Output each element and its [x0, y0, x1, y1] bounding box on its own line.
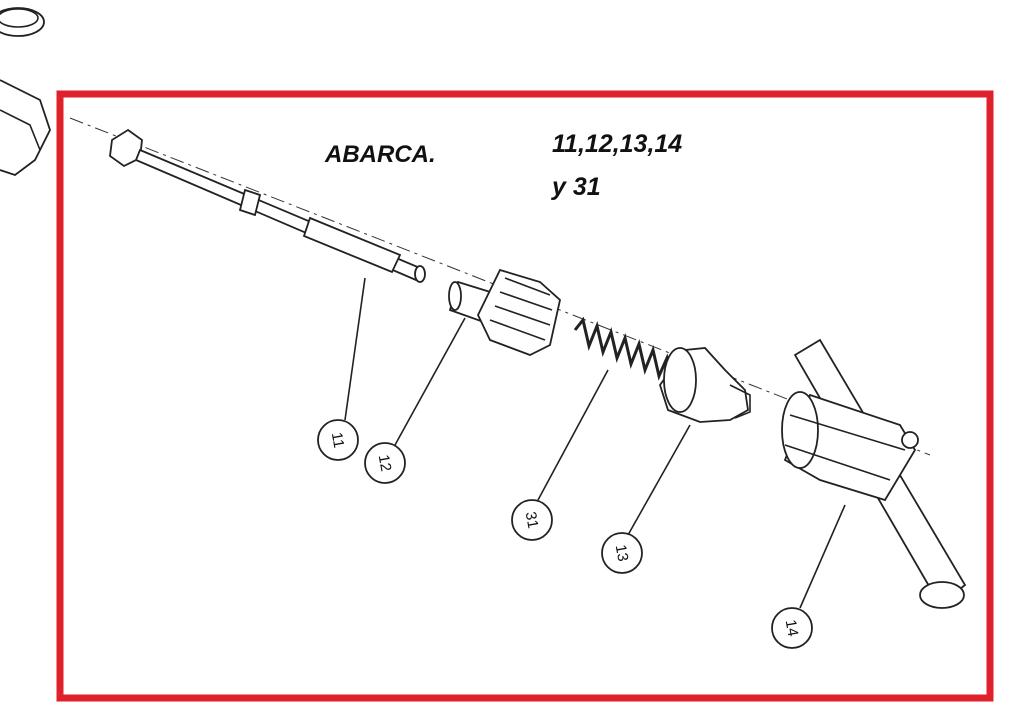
annotation-title: ABARCA.	[324, 141, 436, 168]
annotation-parts-extra: y 31	[550, 173, 601, 201]
leader-lines	[344, 277, 846, 609]
part-12-bushing	[448, 268, 561, 356]
callout-14: 14	[771, 607, 813, 649]
callout-11: 11	[317, 419, 359, 461]
callout-11-label: 11	[328, 431, 347, 449]
callout-12: 12	[364, 442, 406, 484]
callout-13-label: 13	[612, 543, 632, 562]
partial-upper-assembly	[0, 7, 51, 177]
part-11-rod	[109, 128, 426, 283]
part-14-housing	[781, 338, 967, 609]
part-13-cup	[659, 347, 751, 423]
callout-31-label: 31	[522, 510, 542, 529]
highlight-frame	[56, 90, 994, 702]
callout-31: 31	[511, 499, 553, 541]
annotation-parts-list: 11,12,13,14	[552, 130, 682, 158]
callout-12-label: 12	[375, 453, 395, 472]
callout-14-label: 14	[782, 618, 802, 637]
part-31-spring	[573, 316, 675, 383]
callout-13: 13	[601, 532, 643, 574]
